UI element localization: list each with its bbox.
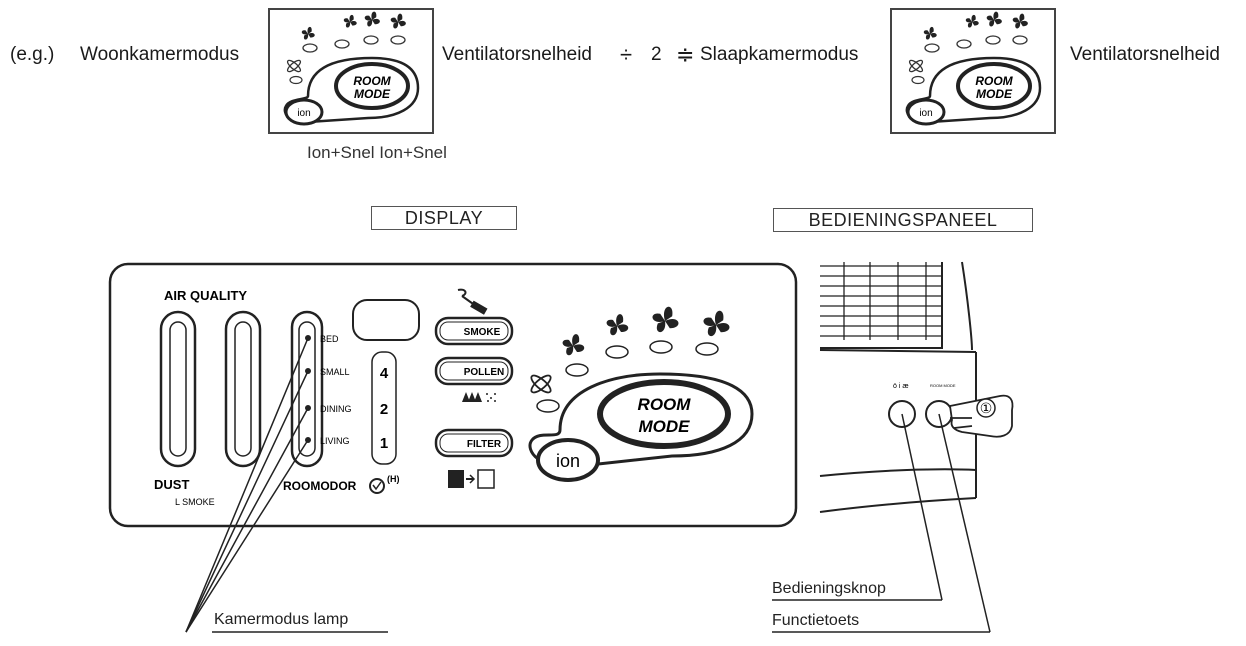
control-panel-section-label: BEDIENINGSPANEEL — [773, 208, 1033, 232]
timer-number-4: 4 — [380, 365, 389, 382]
room-mode-button[interactable] — [597, 379, 731, 449]
air-quality-label: AIR QUALITY — [164, 288, 247, 303]
speed-a-label: Ventilatorsnelheid — [442, 44, 592, 65]
room-label-small: SMALL — [320, 367, 350, 377]
fan-icon — [986, 11, 1002, 27]
operation-button-callout: Bedieningsknop — [772, 580, 886, 597]
smoke-sub-label: L SMOKE — [175, 497, 215, 507]
filter-replace-icon — [448, 469, 495, 489]
ion-button[interactable] — [536, 438, 600, 482]
fan-speed-lamp — [649, 340, 673, 354]
mode-b-label: Slaapkamermodus — [700, 44, 859, 65]
operation-button[interactable] — [888, 400, 916, 428]
timer-number-2: 2 — [380, 401, 388, 418]
mode-thumbnail-b: ROOM MODE ion — [890, 8, 1056, 134]
fan-icon — [1012, 13, 1028, 29]
room-mode-lamp-callout: Kamermodus lamp — [214, 611, 349, 628]
thumb-caption: Ion+Snel Ion+Snel — [307, 143, 447, 162]
thumb-ion-text: ion — [297, 108, 310, 119]
room-mode-room-text: ROOM — [638, 395, 692, 414]
mode-thumbnail-a: ROOM MODE ion — [268, 8, 434, 134]
ion-wave-icon — [908, 59, 924, 73]
fan-icon — [364, 11, 380, 27]
room-mode-mode-text: MODE — [639, 417, 691, 436]
pollen-tree-icon — [462, 392, 496, 402]
fan-speed-lamp — [605, 345, 629, 359]
pollen-button[interactable]: POLLEN — [434, 356, 514, 386]
function-key-callout: Functietoets — [772, 612, 860, 629]
cigarette-smoke-icon — [457, 288, 488, 315]
room-label-living: LIVING — [320, 436, 350, 446]
example-label: (e.g.) — [10, 44, 55, 65]
room-mode-outline — [528, 372, 754, 469]
panel-small-label-a: ö i æ — [893, 383, 909, 390]
fan-icon — [606, 314, 629, 336]
timer-window — [352, 299, 420, 341]
fan-icon — [562, 334, 585, 356]
fan-icon — [703, 310, 730, 337]
thumb-mode-text: MODE — [976, 87, 1013, 101]
filter-button[interactable]: FILTER — [434, 428, 514, 458]
step-marker: ① — [980, 400, 993, 416]
two-value: 2 — [651, 44, 662, 65]
thumb-ion-text: ion — [919, 108, 932, 119]
timer-hours-label: (H) — [387, 474, 400, 484]
ion-lamp — [536, 399, 560, 413]
approx-sign: ≑ — [676, 42, 695, 67]
room-label-bed: BED — [320, 334, 339, 344]
roommodor-label: ROOMODOR — [283, 479, 357, 493]
fan-icon — [652, 306, 679, 333]
dust-label: DUST — [154, 477, 189, 492]
thumb-mode-text: MODE — [354, 87, 391, 101]
speed-b-label: Ventilatorsnelheid — [1070, 44, 1220, 65]
thumb-room-text: ROOM — [353, 74, 391, 88]
clock-icon — [369, 478, 385, 494]
fan-icon — [390, 13, 406, 29]
divide-sign: ÷ — [620, 42, 633, 67]
timer-number-1: 1 — [380, 435, 388, 452]
thumb-room-text: ROOM — [975, 74, 1013, 88]
air-quality-bar-1 — [159, 310, 197, 468]
display-panel — [108, 262, 798, 528]
filter-button-label: FILTER — [467, 439, 502, 450]
ion-button-label: ion — [556, 451, 580, 471]
fan-speed-lamp — [695, 342, 719, 356]
fan-icon — [301, 26, 315, 40]
panel-small-label-b: ROOM MODE — [930, 383, 956, 388]
air-quality-bar-2 — [224, 310, 262, 468]
smoke-button-label: SMOKE — [464, 327, 501, 338]
ion-wave-icon — [286, 59, 302, 73]
fan-icon — [965, 14, 979, 28]
display-section-label: DISPLAY — [371, 206, 517, 230]
fan-icon — [923, 26, 937, 40]
ion-wave-icon — [530, 374, 552, 394]
smoke-button[interactable]: SMOKE — [434, 316, 514, 346]
pollen-button-label: POLLEN — [464, 367, 505, 378]
fan-speed-lamp — [565, 363, 589, 377]
room-label-dining: DINING — [320, 404, 352, 414]
control-panel-drawing — [819, 261, 977, 513]
mode-a-label: Woonkamermodus — [80, 44, 240, 65]
room-mode-lamp-bar — [290, 310, 324, 468]
timer-number-column — [371, 351, 397, 465]
fan-icon — [343, 14, 357, 28]
